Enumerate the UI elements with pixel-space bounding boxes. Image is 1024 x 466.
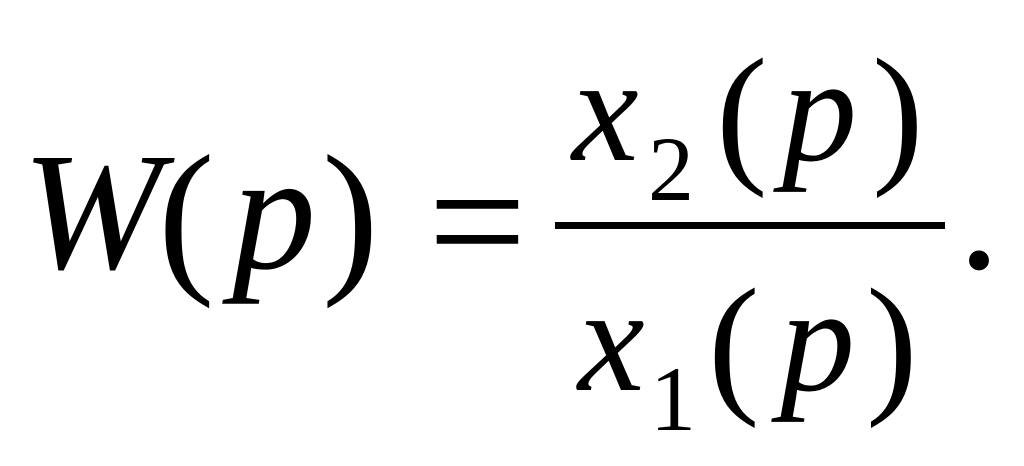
numerator-right-paren: ) <box>872 27 924 199</box>
numerator-left-paren: ( <box>716 27 768 199</box>
lhs-arg-p: p <box>222 119 316 305</box>
lhs: W ( p ) <box>22 119 379 309</box>
denominator-left-paren: ( <box>708 257 760 429</box>
equals-sign: = <box>428 124 527 318</box>
lhs-left-paren: ( <box>158 121 215 309</box>
numerator-arg-p: p <box>773 27 857 193</box>
denominator-subscript: 1 <box>650 348 696 450</box>
numerator-subscript: 2 <box>648 118 694 220</box>
denominator-var-x: x <box>576 257 645 423</box>
period: . <box>958 119 1000 305</box>
lhs-right-paren: ) <box>322 121 379 309</box>
numerator: x 2 ( p ) <box>570 27 924 220</box>
denominator-arg-p: p <box>771 257 855 423</box>
denominator-right-paren: ) <box>866 257 918 429</box>
fraction-bar <box>555 222 945 229</box>
lhs-function-W: W <box>22 119 175 305</box>
denominator: x 1 ( p ) <box>576 257 918 450</box>
numerator-var-x: x <box>570 27 639 193</box>
